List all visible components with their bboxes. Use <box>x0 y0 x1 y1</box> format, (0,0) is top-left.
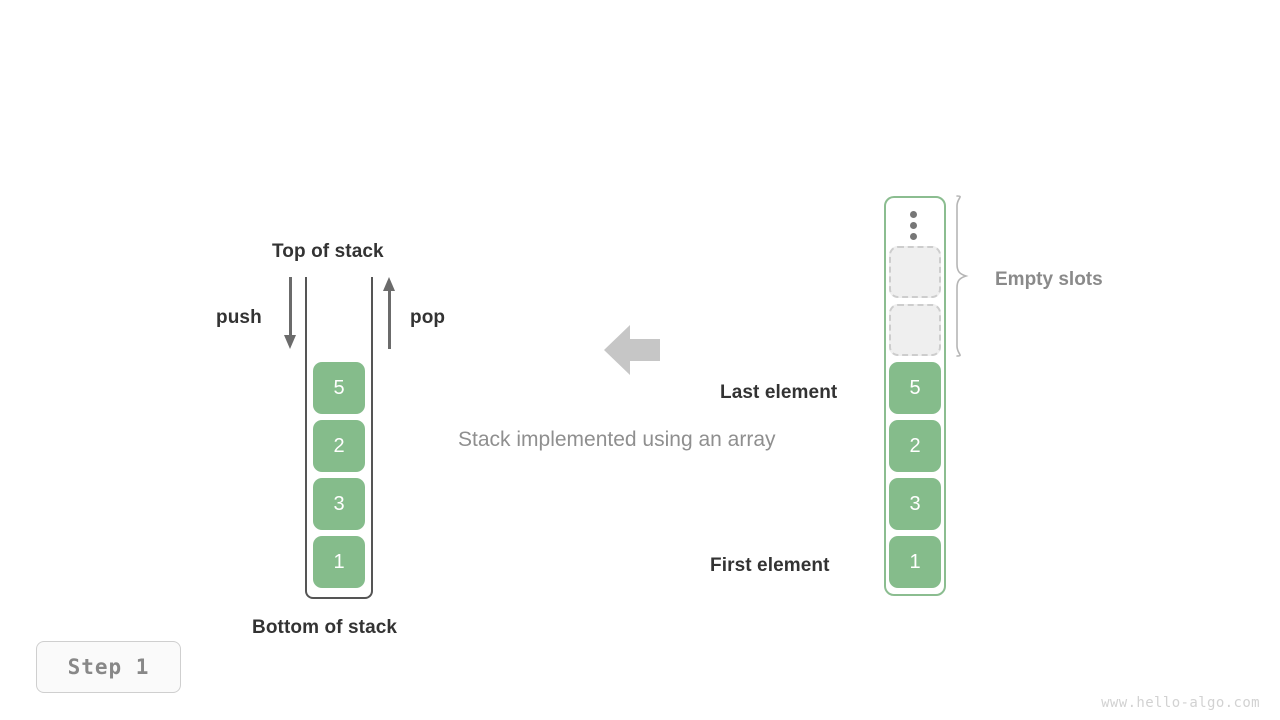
push-label: push <box>216 307 262 328</box>
bottom-of-stack-label: Bottom of stack <box>252 617 398 638</box>
empty-slot <box>889 304 941 356</box>
array-cells: 5 2 3 1 <box>889 246 941 588</box>
array-cell: 1 <box>889 536 941 588</box>
array-container-outline <box>884 196 946 596</box>
stack-cell: 5 <box>313 362 365 414</box>
stack-cell: 3 <box>313 478 365 530</box>
empty-slot <box>889 246 941 298</box>
figure-caption: Stack implemented using an array <box>458 428 776 451</box>
array-cell: 5 <box>889 362 941 414</box>
watermark: www.hello-algo.com <box>1101 695 1260 711</box>
pop-arrow-icon <box>382 277 396 349</box>
stack-cell: 1 <box>313 536 365 588</box>
stack-cells: 5 2 3 1 <box>313 362 365 588</box>
last-element-label: Last element <box>720 382 838 403</box>
push-arrow-icon <box>283 277 297 349</box>
array-cell: 2 <box>889 420 941 472</box>
empty-slots-label: Empty slots <box>995 269 1103 290</box>
left-block-arrow-icon <box>604 324 660 376</box>
pop-label: pop <box>410 307 446 328</box>
array-cell: 3 <box>889 478 941 530</box>
stack-container-outline <box>305 277 373 601</box>
stack-cell: 2 <box>313 420 365 472</box>
top-of-stack-label: Top of stack <box>272 241 384 262</box>
curly-brace-icon <box>954 194 974 358</box>
step-badge: Step 1 <box>36 641 181 693</box>
vertical-ellipsis-icon <box>910 211 917 240</box>
first-element-label: First element <box>710 555 830 576</box>
